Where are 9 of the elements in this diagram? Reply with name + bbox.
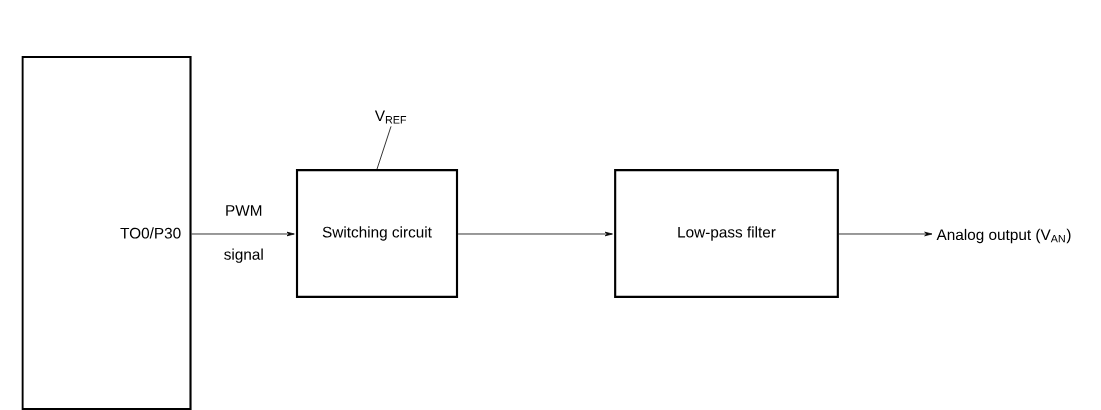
arrow [457,231,613,237]
arrow [191,231,295,237]
signal-label: Analog output (V$_{AN}$) [936,228,1071,244]
signal-label: V$_{REF}$ [374,110,407,124]
chip-box: TO0/P30 [21,55,192,410]
edge-label: PWM signal [224,205,263,263]
block-box: Switching circuit [295,169,459,298]
arrow [838,231,933,237]
block-box: Low-pass filter [614,169,839,298]
